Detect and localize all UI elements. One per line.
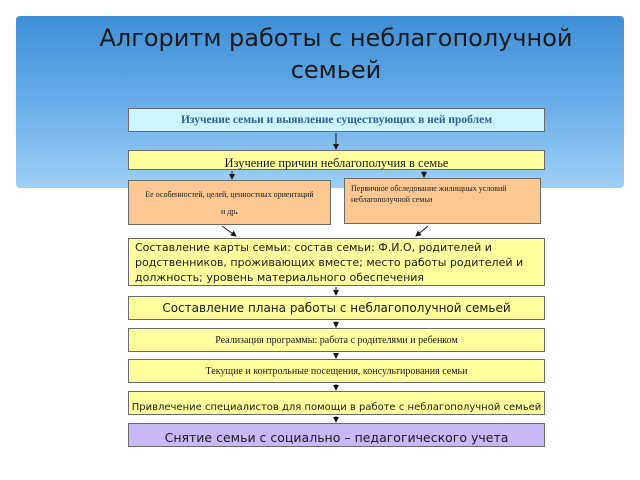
step-features: Ее особенностей, целей, ценностных ориен… bbox=[128, 180, 331, 225]
step-program: Реализация программы: работа с родителям… bbox=[128, 328, 545, 352]
title-line-1: Алгоритм работы с неблагополучной bbox=[99, 24, 573, 52]
title-line-2: семьей bbox=[290, 56, 382, 84]
step-visits: Текущие и контрольные посещения, консуль… bbox=[128, 359, 545, 383]
step-housing-survey: Первичное обследование жилищных условий … bbox=[344, 178, 541, 224]
step-specialists: Привлечение специалистов для помощи в ра… bbox=[128, 391, 545, 415]
features-text: Ее особенностей, целей, ценностных ориен… bbox=[145, 189, 314, 216]
step-study-causes: Изучение причин неблагополучия в семье bbox=[128, 150, 545, 170]
arrow-3b bbox=[415, 225, 429, 237]
features-end: . bbox=[235, 204, 239, 217]
step-deregister: Снятие семьи с социально – педагогическо… bbox=[128, 423, 545, 447]
step-study-family: Изучение семьи и выявление существующих … bbox=[128, 108, 545, 132]
page-title: Алгоритм работы с неблагополучной семьей bbox=[16, 22, 640, 86]
arrow-3a bbox=[221, 225, 237, 237]
step-work-plan: Составление плана работы с неблагополучн… bbox=[128, 296, 545, 320]
step-family-map: Составление карты семьи: состав семьи: Ф… bbox=[128, 238, 545, 286]
